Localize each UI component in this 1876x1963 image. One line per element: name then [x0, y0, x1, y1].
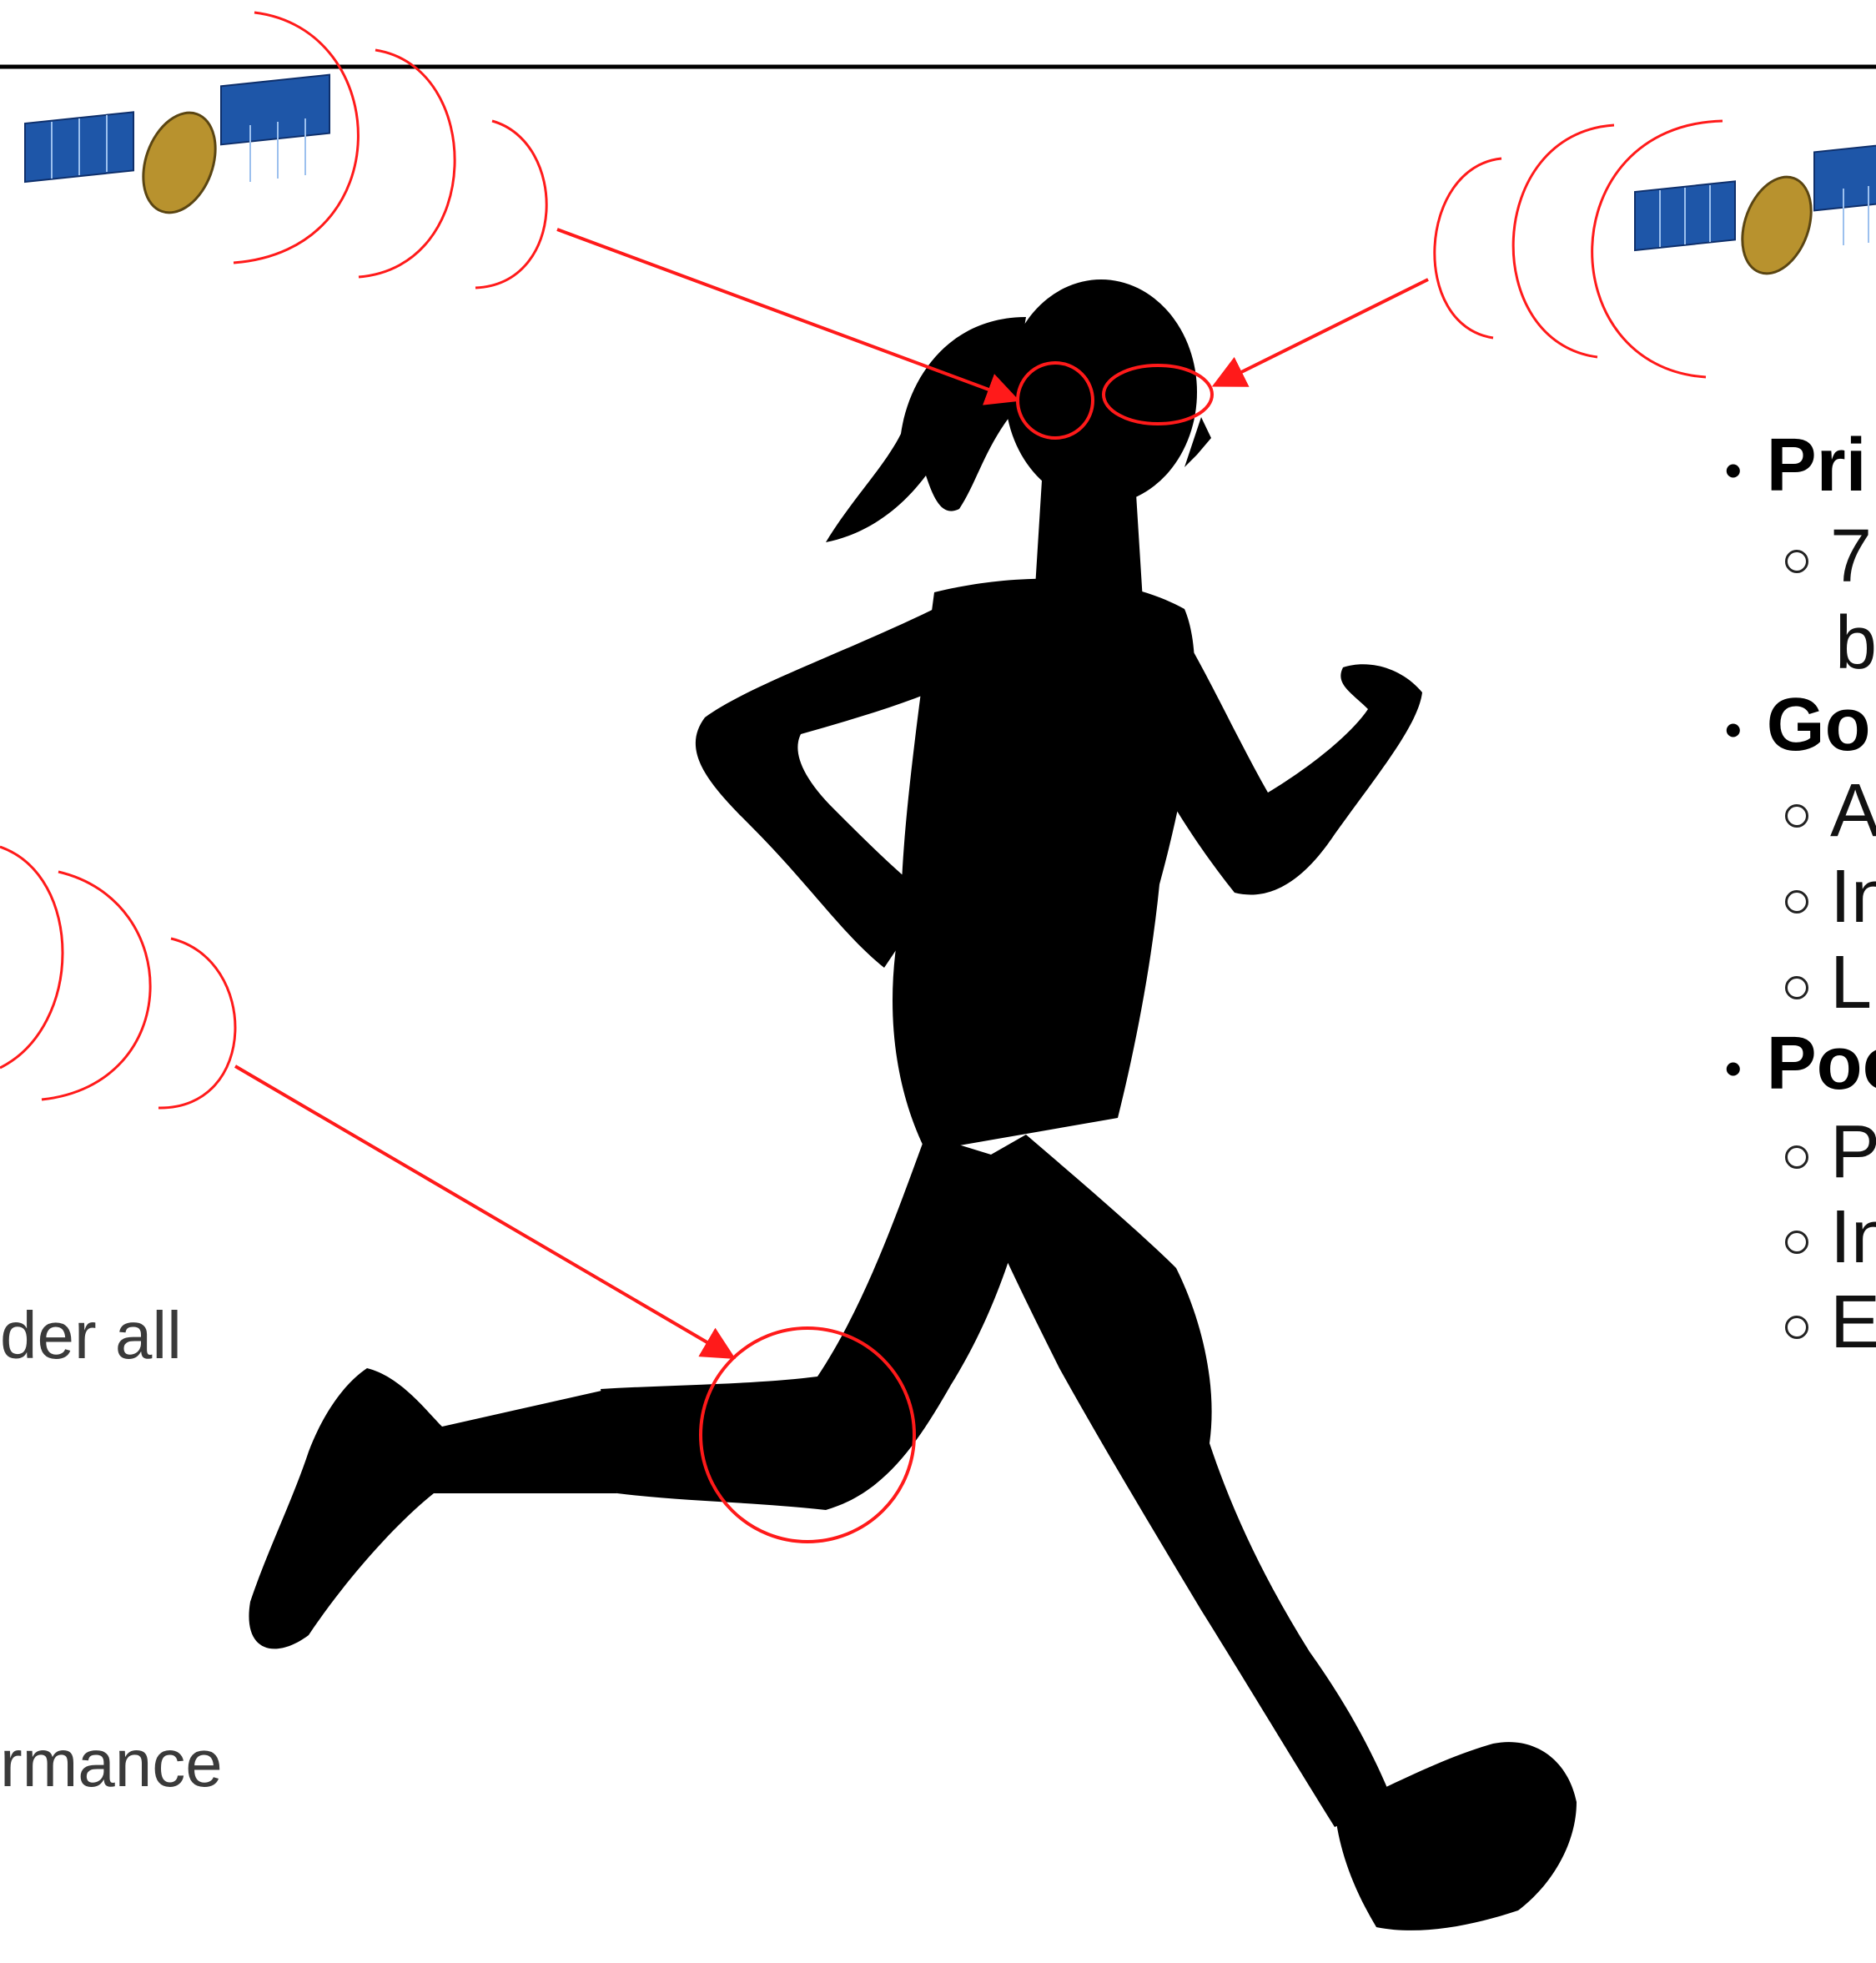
- list-item: 7: [1785, 519, 1872, 594]
- list-item: In: [1785, 1200, 1876, 1275]
- circle-bullet-icon: [1785, 804, 1808, 828]
- circle-bullet-icon: [1785, 890, 1808, 914]
- bullet-icon: •: [1725, 1042, 1742, 1095]
- eye-sensor-marker: [1102, 364, 1214, 425]
- circle-bullet-icon: [1785, 976, 1808, 1000]
- arrow-to-knee: [234, 1065, 736, 1360]
- list-item: In: [1785, 859, 1876, 934]
- signal-waves-left: [0, 845, 237, 1110]
- left-text-line-1: der all: [0, 1298, 182, 1372]
- runner-silhouette: [249, 279, 1577, 1930]
- list-item: E: [1785, 1285, 1876, 1360]
- circle-bullet-icon: [1785, 550, 1808, 574]
- bullet-icon: •: [1725, 703, 1742, 757]
- sensor-markers: [699, 361, 1214, 1543]
- bullet-icon: •: [1725, 444, 1742, 497]
- arrow-to-ear: [556, 228, 1020, 405]
- list-item: •Pri: [1725, 424, 1867, 507]
- satellite-icon: [1634, 140, 1876, 275]
- signal-arrows: [234, 228, 1429, 1360]
- knee-sensor-marker: [699, 1326, 916, 1543]
- signal-waves-top-left: [233, 11, 548, 289]
- list-item: L: [1785, 945, 1872, 1020]
- signal-waves-top-right: [1433, 119, 1723, 379]
- circle-bullet-icon: [1785, 1316, 1808, 1340]
- arrow-to-eye: [1211, 278, 1429, 387]
- left-text-line-2: rmance: [0, 1726, 223, 1800]
- list-item: A: [1785, 773, 1876, 848]
- circle-bullet-icon: [1785, 1145, 1808, 1170]
- satellite-icon: [24, 73, 330, 214]
- list-item: •Poo: [1725, 1022, 1876, 1105]
- list-item: P: [1785, 1115, 1876, 1190]
- list-item: •Go: [1725, 683, 1871, 767]
- list-item-continuation: b: [1835, 601, 1876, 685]
- circle-bullet-icon: [1785, 1231, 1808, 1255]
